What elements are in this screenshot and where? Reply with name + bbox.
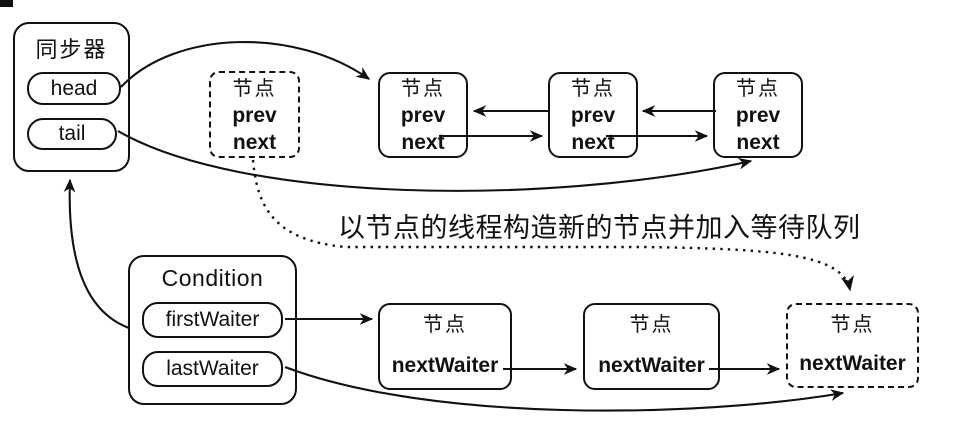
- arrow-condition-to-synchronizer: [63, 178, 130, 329]
- wait-node-2-title: 节点: [629, 314, 674, 336]
- condition-title: Condition: [161, 265, 264, 291]
- sync-node-3-prev: prev: [735, 104, 781, 127]
- sync-new-node: 节点 prev next: [209, 71, 300, 158]
- arrow-lastwaiter-to-newnode: [284, 366, 845, 412]
- sync-node-3: 节点 prev next: [713, 72, 803, 158]
- tail-pointer-label: tail: [58, 122, 86, 145]
- scan-artifact: [0, 0, 13, 7]
- caption-text: 以节点的线程构造新的节点并加入等待队列: [338, 213, 861, 243]
- tail-pointer: tail: [27, 118, 117, 150]
- wait-node-1: 节点 nextWaiter: [378, 303, 512, 390]
- synchronizer-title: 同步器: [35, 37, 108, 62]
- sync-node-2: 节点 prev next: [548, 72, 638, 158]
- sync-node-1-next: next: [401, 131, 445, 154]
- wait-node-1-nextwaiter: nextWaiter: [391, 354, 499, 377]
- wait-node-2-nextwaiter: nextWaiter: [598, 354, 705, 377]
- sync-node-2-title: 节点: [571, 78, 615, 100]
- sync-node-1-title: 节点: [401, 78, 445, 100]
- last-waiter-pointer: lastWaiter: [142, 351, 283, 387]
- last-waiter-label: lastWaiter: [166, 357, 259, 380]
- sync-node-3-title: 节点: [736, 78, 780, 100]
- wait-new-node-nextwaiter: nextWaiter: [799, 352, 906, 375]
- sync-new-node-next: next: [232, 130, 277, 154]
- wait-node-1-title: 节点: [423, 314, 467, 336]
- head-pointer: head: [27, 72, 121, 105]
- sync-node-2-next: next: [571, 131, 615, 154]
- wait-node-2: 节点 nextWaiter: [583, 303, 720, 390]
- head-pointer-label: head: [50, 76, 98, 100]
- sync-node-1-prev: prev: [400, 104, 446, 127]
- wait-new-node-title: 节点: [830, 314, 875, 336]
- sync-node-3-next: next: [736, 131, 780, 154]
- sync-node-2-prev: prev: [570, 104, 616, 127]
- sync-new-node-prev: prev: [232, 103, 277, 127]
- sync-new-node-title: 节点: [232, 77, 277, 100]
- first-waiter-pointer: firstWaiter: [142, 302, 283, 338]
- sync-node-1: 节点 prev next: [378, 72, 468, 158]
- wait-new-node: 节点 nextWaiter: [786, 303, 919, 388]
- first-waiter-label: firstWaiter: [165, 308, 260, 331]
